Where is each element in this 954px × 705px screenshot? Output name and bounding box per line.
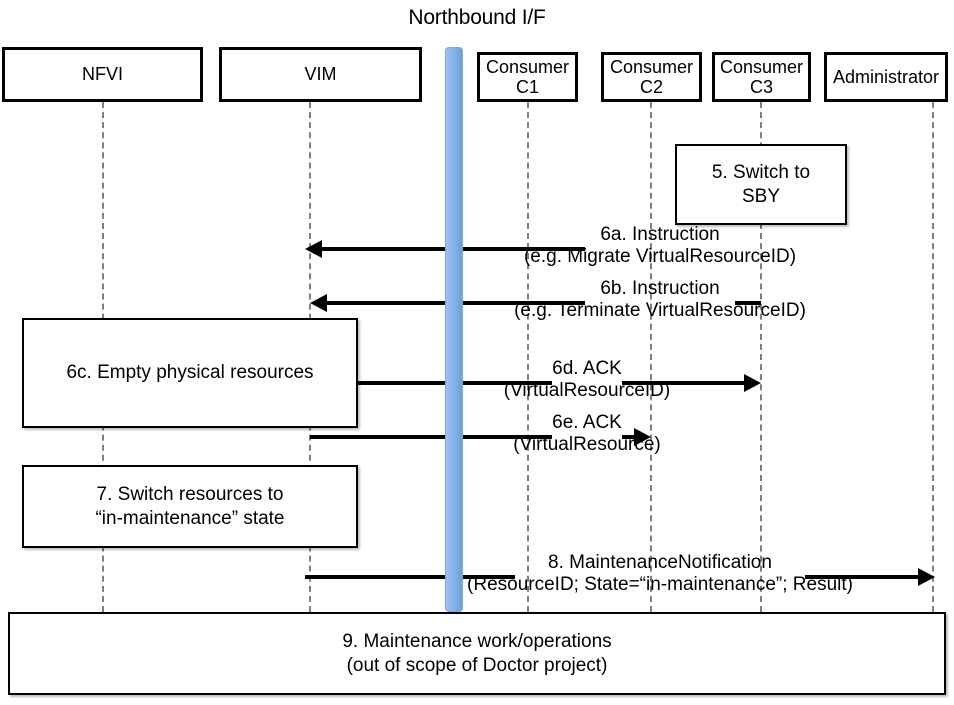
actor-box-nfvi[interactable]: NFVI <box>2 47 203 102</box>
note-box-step5[interactable]: 5. Switch to SBY <box>675 144 847 225</box>
actor-label-admin: Administrator <box>832 66 940 87</box>
note-label-step9: 9. Maintenance work/operations (out of s… <box>342 630 612 676</box>
message-line-8-0 <box>305 575 515 579</box>
message-label-8: 8. MaintenanceNotification(ResourceID; S… <box>330 552 954 597</box>
message-label-line1-6b: 6b. Instruction <box>600 278 720 299</box>
message-label-6b: 6b. Instruction(e.g. Terminate VirtualRe… <box>330 278 954 323</box>
message-line-8-1 <box>805 575 918 579</box>
message-line-6e-0 <box>310 435 552 439</box>
note-box-step6c[interactable]: 6c. Empty physical resources <box>22 318 358 428</box>
note-label-step6c: 6c. Empty physical resources <box>66 362 314 384</box>
message-line-6e-1 <box>622 435 634 439</box>
lifeline-c2 <box>650 102 652 612</box>
message-label-line1-8: 8. MaintenanceNotification <box>548 552 772 573</box>
actor-box-c3[interactable]: Consumer C3 <box>712 52 811 102</box>
message-label-line2-6d: (VirtualResourceID) <box>503 380 671 402</box>
message-label-6a: 6a. Instruction(e.g. Migrate VirtualReso… <box>330 224 954 269</box>
message-line-6b-1 <box>735 301 761 305</box>
actor-box-vim[interactable]: VIM <box>219 47 422 102</box>
message-line-6d-1 <box>622 381 744 385</box>
lifeline-admin <box>932 102 934 612</box>
actor-label-c2: Consumer C2 <box>609 56 694 97</box>
actor-label-vim: VIM <box>304 64 337 85</box>
message-label-6d: 6d. ACK(VirtualResourceID) <box>402 358 772 403</box>
message-arrowhead-6a <box>305 240 322 258</box>
actor-box-admin[interactable]: Administrator <box>824 52 948 102</box>
diagram-title: Northbound I/F <box>408 6 546 29</box>
message-label-line1-6d: 6d. ACK <box>552 358 622 379</box>
message-arrowhead-6e <box>634 428 651 446</box>
lifeline-c3 <box>760 102 762 612</box>
actor-label-c3: Consumer C3 <box>719 56 804 97</box>
message-label-line2-8: (ResourceID; State=“in-maintenance”; Res… <box>467 574 853 596</box>
note-box-step7[interactable]: 7. Switch resources to “in-maintenance” … <box>22 465 358 548</box>
actor-label-nfvi: NFVI <box>81 64 123 85</box>
message-label-6e: 6e. ACK(VirtualResource) <box>402 412 772 457</box>
message-label-line1-6a: 6a. Instruction <box>600 224 720 245</box>
message-arrowhead-6d <box>744 374 761 392</box>
note-label-step5: 5. Switch to SBY <box>711 161 811 207</box>
note-label-step7: 7. Switch resources to “in-maintenance” … <box>95 483 285 529</box>
message-arrowhead-6b <box>310 294 327 312</box>
lifeline-c1 <box>527 102 529 612</box>
message-label-line2-6a: (e.g. Migrate VirtualResourceID) <box>523 246 797 268</box>
note-box-step9[interactable]: 9. Maintenance work/operations (out of s… <box>8 612 946 695</box>
message-arrowhead-8 <box>918 568 935 586</box>
actor-box-c2[interactable]: Consumer C2 <box>601 52 702 102</box>
message-label-line2-6b: (e.g. Terminate VirtualResourceID) <box>514 300 806 322</box>
message-label-line1-6e: 6e. ACK <box>552 412 622 433</box>
actor-label-c1: Consumer C1 <box>485 56 570 97</box>
message-label-line2-6e: (VirtualResource) <box>513 434 661 456</box>
northbound-interface-bar <box>445 47 463 612</box>
actor-box-c1[interactable]: Consumer C1 <box>477 52 578 102</box>
